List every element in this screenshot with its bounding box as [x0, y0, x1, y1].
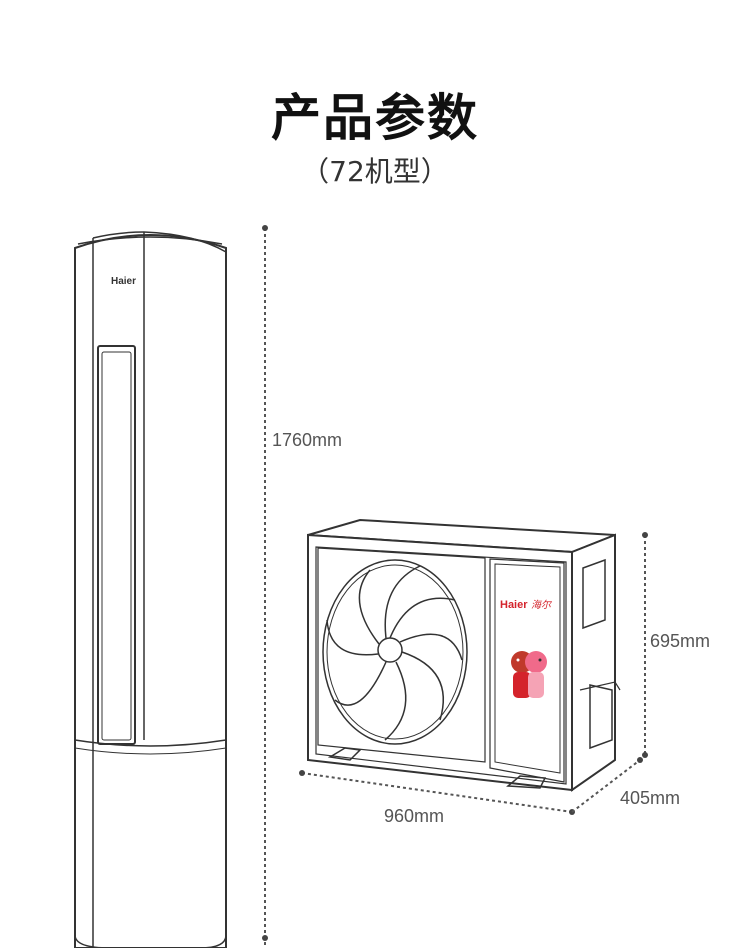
outdoor-depth-label: 405mm	[620, 788, 681, 808]
indoor-brand-logo: Haier	[111, 276, 136, 287]
outdoor-depth-dimension	[571, 757, 643, 813]
mascot-icon	[511, 651, 547, 698]
outdoor-width-label: 960mm	[384, 806, 445, 826]
outdoor-brand-cn-logo: 海尔	[531, 599, 553, 611]
indoor-height-label: 1760mm	[272, 430, 343, 450]
outdoor-height-label: 695mm	[650, 631, 711, 651]
fan-icon	[322, 559, 468, 745]
page-title: 产品参数	[271, 89, 479, 147]
outdoor-brand-logo: Haier	[500, 599, 528, 611]
outdoor-unit	[307, 518, 621, 792]
indoor-height-dimension	[262, 225, 268, 945]
outdoor-height-dimension	[642, 532, 648, 758]
page-subtitle: （72机型）	[301, 155, 449, 188]
indoor-unit	[74, 231, 227, 948]
